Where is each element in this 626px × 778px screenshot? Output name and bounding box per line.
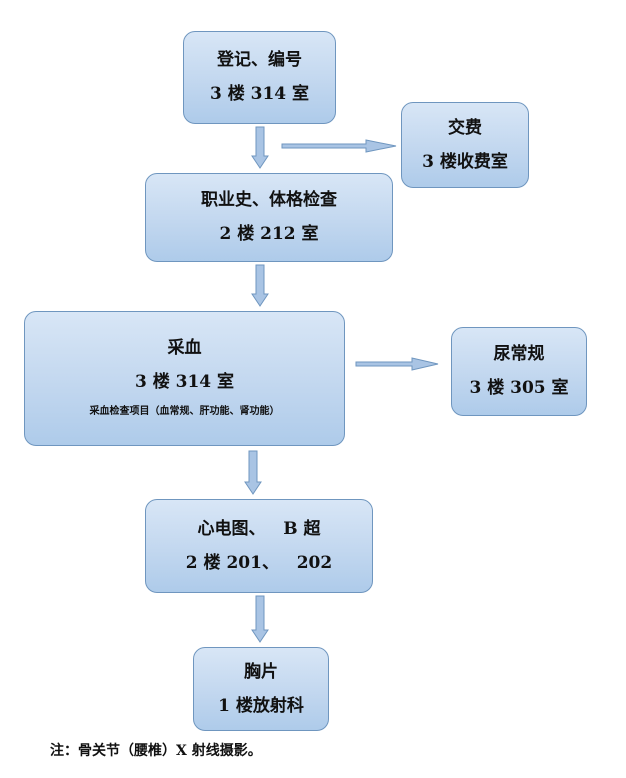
chest-title: 胸片 bbox=[244, 661, 278, 682]
payment-title: 交费 bbox=[448, 117, 482, 138]
blood-test-items: 采血检查项目（血常规、肝功能、肾功能） bbox=[89, 406, 280, 417]
arrow-blood-to-ecg bbox=[244, 450, 262, 495]
box-ecg: 心电图、 B 超 2 楼 201、 202 bbox=[145, 499, 373, 593]
arrow-blood-to-urine bbox=[355, 357, 439, 371]
box-history: 职业史、体格检查 2 楼 212 室 bbox=[145, 173, 393, 262]
box-urine: 尿常规 3 楼 305 室 bbox=[451, 327, 587, 416]
arrow-register-to-history bbox=[251, 126, 269, 169]
footnote: 注：骨关节（腰椎）X 射线摄影。 bbox=[50, 743, 262, 759]
register-location: 3 楼 314 室 bbox=[209, 84, 310, 104]
arrow-ecg-to-chest bbox=[251, 595, 269, 643]
history-location: 2 楼 212 室 bbox=[219, 224, 319, 244]
box-chest: 胸片 1 楼放射科 bbox=[193, 647, 329, 731]
arrow-register-to-payment bbox=[281, 139, 397, 153]
ecg-location: 2 楼 201、 202 bbox=[185, 552, 333, 573]
payment-location: 3 楼收费室 bbox=[422, 151, 508, 172]
chest-location: 1 楼放射科 bbox=[218, 695, 304, 716]
blood-title: 采血 bbox=[167, 338, 202, 358]
register-title: 登记、编号 bbox=[217, 50, 302, 70]
blood-location: 3 楼 314 室 bbox=[134, 372, 235, 392]
box-blood: 采血 3 楼 314 室 采血检查项目（血常规、肝功能、肾功能） bbox=[24, 311, 345, 446]
ecg-title: 心电图、 B 超 bbox=[197, 518, 321, 539]
urine-location: 3 楼 305 室 bbox=[469, 378, 569, 398]
box-register: 登记、编号 3 楼 314 室 bbox=[183, 31, 336, 124]
box-payment: 交费 3 楼收费室 bbox=[401, 102, 529, 188]
history-title: 职业史、体格检查 bbox=[201, 190, 337, 210]
urine-title: 尿常规 bbox=[493, 344, 545, 364]
arrow-history-to-blood bbox=[251, 264, 269, 307]
